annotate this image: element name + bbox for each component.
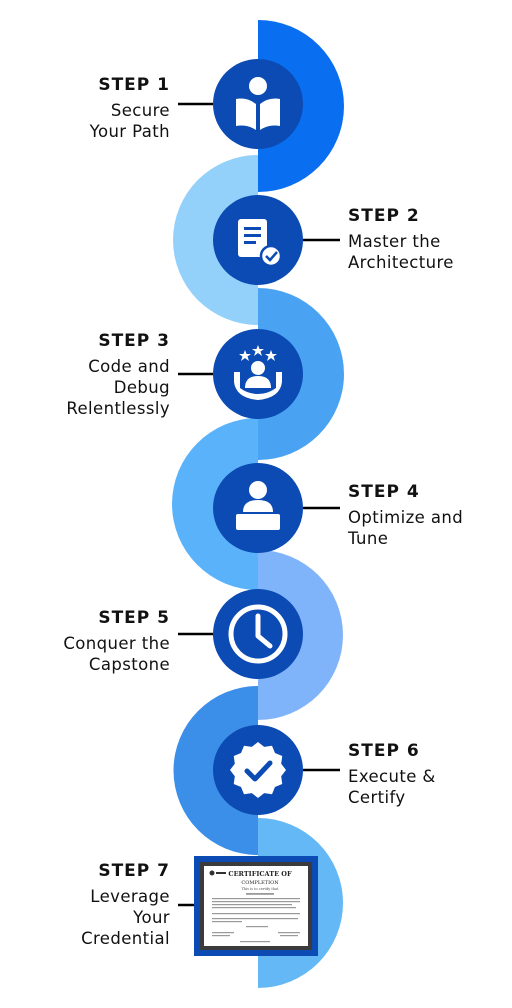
connector-lines [178,102,340,907]
step-5-label: STEP 5 [98,608,170,628]
step-3-title: Code and Debug Relentlessly [66,357,170,418]
step-4-text: STEP 4 Optimize and Tune [348,481,463,549]
step-4-label: STEP 4 [348,482,420,502]
step-6-node [213,725,303,815]
step-7-title: Leverage Your Credential [81,887,170,948]
step-6-label: STEP 6 [348,741,420,761]
step-3-text: STEP 3 Code and Debug Relentlessly [66,330,170,419]
certificate-subheading: This is to certify that [241,887,279,891]
step-1-circle [213,59,303,149]
verified-badge-icon [230,742,286,798]
step-6-text: STEP 6 Execute & Certify [348,740,436,808]
step-2-label: STEP 2 [348,206,420,226]
step-5-title: Conquer the Capstone [63,634,170,674]
step-7-label: STEP 7 [98,861,170,881]
step-1-node [213,59,303,149]
step-2-node [213,195,303,285]
certificate-logo [209,870,226,876]
step-5-text: STEP 5 Conquer the Capstone [63,607,170,675]
step-2-text: STEP 2 Master the Architecture [348,205,454,273]
certificate-paper [204,866,308,946]
step-3-node [213,329,303,419]
step-1-title: Secure Your Path [89,101,170,141]
step-2-title: Master the Architecture [348,232,454,272]
person-at-desk-icon [236,481,280,530]
step-4-node [213,463,303,553]
open-book-reader-icon [236,77,280,130]
person-stars-gear-icon [234,345,282,400]
certificate-heading-2: COMPLETION [241,880,279,886]
step-1-label: STEP 1 [98,75,170,95]
step-1-text: STEP 1 Secure Your Path [90,74,170,142]
certificate-body-lines [212,893,300,943]
certificate-heading-1: CERTIFICATE OF [228,870,292,878]
step-6-title: Execute & Certify [348,767,436,807]
step-7-text: STEP 7 Leverage Your Credential [81,860,170,949]
certificate-image: CERTIFICATE OF COMPLETION This is to cer… [194,856,318,956]
clock-icon [228,604,288,664]
step-5-node [213,589,303,679]
document-check-icon [238,219,283,268]
step-4-title: Optimize and Tune [348,508,464,548]
step-3-label: STEP 3 [98,331,170,351]
